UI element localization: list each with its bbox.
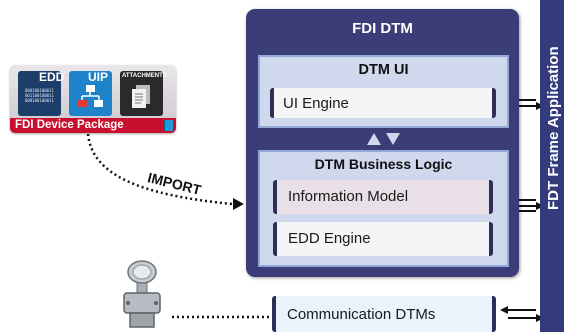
communication-dtms-label: Communication DTMs bbox=[287, 306, 436, 323]
attachments-label: ATTACHMENTS bbox=[122, 73, 167, 79]
network-icon bbox=[78, 85, 103, 107]
package-title: FDI Device Package bbox=[15, 119, 124, 131]
uip-label: UIP bbox=[88, 70, 109, 84]
field-device-icon bbox=[123, 260, 161, 328]
exchange-arrows-icon bbox=[367, 133, 400, 145]
frame-application-label: FDT Frame Application bbox=[545, 46, 562, 210]
ui-engine-box bbox=[270, 88, 496, 118]
uip-tile bbox=[69, 71, 112, 116]
binary-code: 000100100011 001100100011 000100100011 bbox=[25, 88, 54, 103]
fdi-dtm-title: FDI DTM bbox=[352, 20, 413, 37]
information-model-box bbox=[273, 180, 493, 214]
frame-application-label-svg: FDT Frame Application bbox=[545, 46, 562, 210]
attachments-tile bbox=[120, 71, 163, 116]
edd-engine-box bbox=[273, 222, 493, 256]
edd-label: EDD bbox=[39, 70, 65, 84]
business-logic-title: DTM Business Logic bbox=[314, 156, 453, 172]
book-icon bbox=[163, 120, 173, 131]
frame-application-bar bbox=[540, 0, 564, 332]
dtm-ui-title: DTM UI bbox=[358, 62, 409, 78]
edd-tile bbox=[18, 71, 61, 116]
edd-engine-label: EDD Engine bbox=[288, 230, 371, 247]
document-icon bbox=[132, 85, 150, 108]
package-title-bar bbox=[10, 118, 176, 133]
communication-dtms-box bbox=[272, 296, 496, 332]
information-model-label: Information Model bbox=[288, 188, 409, 205]
ui-engine-label: UI Engine bbox=[283, 95, 349, 112]
